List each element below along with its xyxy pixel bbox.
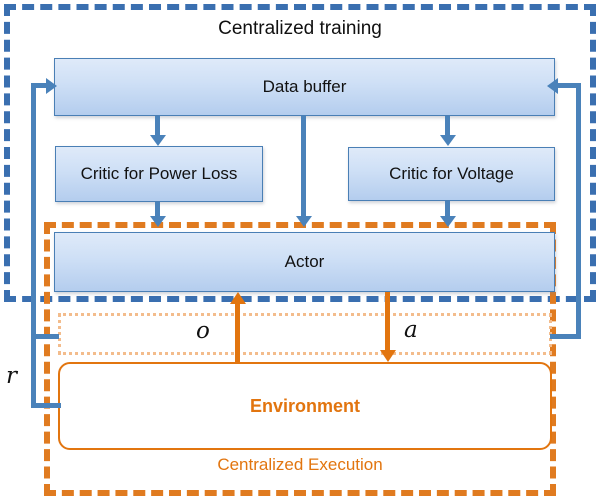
edge-feedback-right-vertical	[576, 83, 581, 339]
node-actor[interactable]: Actor	[54, 232, 555, 292]
region-centralized-training	[4, 4, 596, 302]
arrowhead-buffer-to-actor	[295, 216, 312, 227]
edge-feedback-right-top-stub	[556, 83, 581, 88]
node-actor-label: Actor	[284, 252, 325, 272]
edge-reward-left-top-stub	[31, 83, 53, 88]
region-observation-action-band	[58, 313, 552, 355]
region-title-centralized-execution: Centralized Execution	[217, 455, 383, 474]
node-environment[interactable]: Environment	[58, 362, 552, 450]
edge-buffer-to-critic-power	[155, 116, 160, 136]
node-data-buffer-label: Data buffer	[262, 77, 347, 97]
node-data-buffer[interactable]: Data buffer	[54, 58, 555, 116]
arrowhead-feedback-into-data-buffer	[547, 77, 558, 94]
edge-observation-environment-to-actor	[235, 304, 240, 364]
node-critic-for-voltage-label: Critic for Voltage	[389, 164, 514, 184]
node-environment-label: Environment	[249, 395, 360, 416]
node-critic-for-power-loss[interactable]: Critic for Power Loss	[55, 146, 263, 202]
edge-buffer-to-critic-voltage	[445, 116, 450, 136]
edge-critic-power-to-actor	[155, 202, 160, 217]
arrowhead-buffer-to-critic-power	[149, 135, 166, 146]
edge-buffer-to-actor	[301, 116, 306, 217]
edge-action-actor-to-environment	[385, 292, 390, 350]
arrowhead-action-into-environment	[379, 350, 396, 362]
arrowhead-buffer-to-critic-voltage	[439, 135, 456, 146]
edge-reward-left-vertical	[31, 83, 36, 408]
arrowhead-critic-power-to-actor	[149, 216, 166, 227]
edge-label-reward: r	[6, 363, 17, 389]
arrowhead-reward-into-data-buffer	[46, 77, 57, 94]
edge-feedback-right-bottom-stub	[550, 334, 581, 339]
edge-label-observation: o	[196, 318, 210, 344]
edge-label-action: a	[404, 317, 418, 343]
node-critic-for-voltage[interactable]: Critic for Voltage	[348, 147, 555, 201]
node-critic-for-power-loss-label: Critic for Power Loss	[80, 164, 238, 184]
edge-reward-left-bottom-stub	[31, 403, 61, 408]
arrowhead-observation-into-actor	[229, 292, 246, 304]
edge-critic-voltage-to-actor	[445, 201, 450, 217]
arrowhead-critic-voltage-to-actor	[439, 216, 456, 227]
edge-reward-left-mid-stub	[31, 334, 59, 339]
region-title-centralized-training: Centralized training	[218, 18, 382, 39]
